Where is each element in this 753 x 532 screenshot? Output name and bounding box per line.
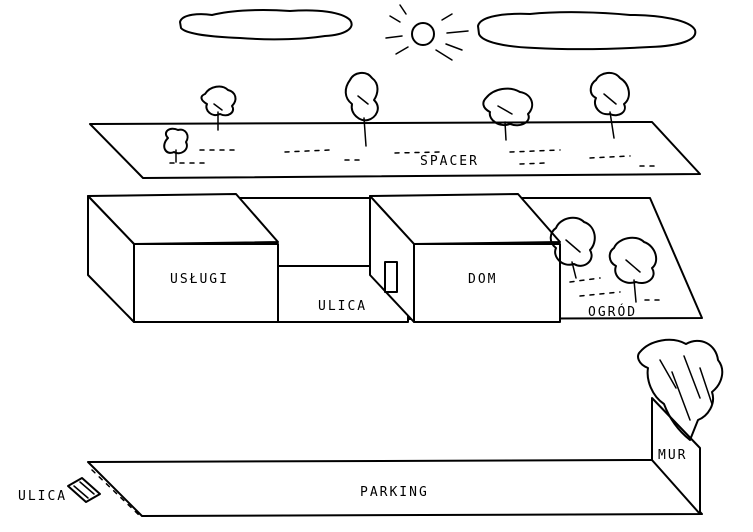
tree-icon xyxy=(344,72,379,147)
tree-icon xyxy=(200,85,237,131)
tree-icon xyxy=(589,72,630,139)
sun-icon xyxy=(385,4,469,61)
dom-label: DOM xyxy=(468,272,497,287)
tree-icon xyxy=(163,127,189,163)
mur-label: MUR xyxy=(658,448,687,463)
spacer-plate: SPACER xyxy=(89,72,701,179)
spacer-label: SPACER xyxy=(420,154,479,169)
sky xyxy=(179,4,697,61)
mur-wall: MUR xyxy=(651,397,701,515)
uslugi-label: USŁUGI xyxy=(170,272,229,287)
cloud-right xyxy=(477,11,697,51)
cloud-left xyxy=(179,9,353,41)
tree-icon xyxy=(608,236,658,303)
hedge-icon xyxy=(637,338,724,441)
tree-icon xyxy=(482,87,534,141)
parking-plate: MUR PARKING xyxy=(87,338,724,517)
tree-icon xyxy=(549,216,596,279)
ulica-left-label: ULICA xyxy=(18,489,67,504)
dom-block: DOM xyxy=(369,193,561,323)
left-street: ULICA xyxy=(18,477,101,504)
car-icon xyxy=(67,477,101,503)
ulica-mid-label: ULICA xyxy=(318,299,367,314)
parking-label: PARKING xyxy=(360,485,429,500)
ogrod-area: OGRÓD xyxy=(549,216,666,320)
uslugi-block: USŁUGI xyxy=(87,193,279,323)
middle-plate: USŁUGI ULICA DOM OGRÓD xyxy=(87,193,703,323)
ogrod-label: OGRÓD xyxy=(588,304,637,320)
door xyxy=(384,261,398,293)
